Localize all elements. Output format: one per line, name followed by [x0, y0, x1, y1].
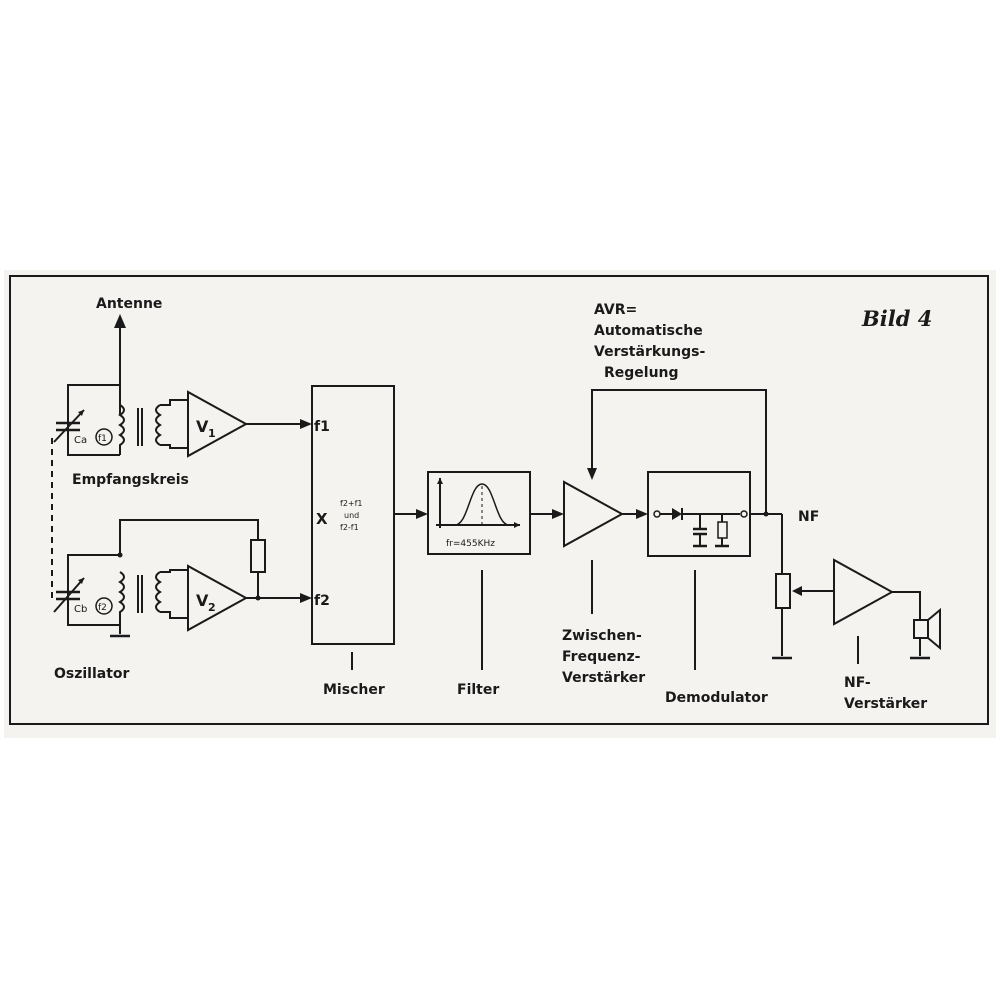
amp-v2-letter: V: [196, 591, 209, 610]
mixer-out-diff: f2-f1: [340, 523, 359, 532]
af-amp-label-2: Verstärker: [844, 696, 927, 712]
agc-label-2: Automatische: [594, 323, 703, 339]
mixer-out-and: und: [344, 511, 359, 520]
if-amplifier: [563, 480, 625, 548]
agc-feedback-line: [591, 389, 767, 514]
af-amplifier: [833, 558, 895, 626]
amp-v1-sub: 1: [208, 427, 216, 440]
freq-f1-circle-label: f1: [98, 434, 107, 444]
if-amp-label-3: Verstärker: [562, 670, 645, 686]
figure-frame: [9, 275, 989, 725]
figure-title: Bild 4: [861, 306, 932, 331]
mixer-symbol: X: [316, 510, 328, 528]
cap-b-label: Cb: [74, 604, 87, 615]
cap-a-label: Ca: [74, 435, 87, 446]
speaker-symbol: [892, 591, 941, 660]
af-amp-label-1: NF-: [844, 675, 871, 691]
freq-f2-circle: [95, 597, 113, 615]
af-label: NF: [798, 509, 819, 525]
amp-v2-sub: 2: [208, 601, 216, 614]
agc-label-3: Verstärkungs-: [594, 344, 705, 360]
receiver-tank-circuit: [67, 384, 188, 456]
if-amp-label-1: Zwischen-: [562, 628, 642, 644]
volume-potentiometer: [772, 514, 834, 660]
amp-v1-letter: V: [196, 417, 209, 436]
antenna-label: Antenne: [96, 296, 162, 312]
mixer-out-sum: f2+f1: [340, 499, 363, 508]
agc-label-4: Regelung: [604, 365, 679, 381]
oscillator-tank-circuit: [67, 519, 266, 638]
variable-capacitor-b: [53, 577, 85, 613]
demodulator-circuit: [653, 508, 748, 548]
oscillator-label: Oszillator: [54, 666, 130, 682]
demodulator-label: Demodulator: [665, 690, 768, 706]
filter-frequency: fr=455KHz: [446, 539, 495, 549]
freq-f1-circle: [95, 428, 113, 446]
mixer-input-f1: f1: [314, 419, 330, 435]
if-amp-label-2: Frequenz-: [562, 649, 641, 665]
filter-response-plot: [436, 478, 520, 528]
mixer-label: Mischer: [323, 682, 385, 698]
agc-label-1: AVR=: [594, 302, 637, 318]
antenna-symbol: [114, 314, 126, 415]
mixer-input-f2: f2: [314, 593, 330, 609]
receiver-circuit-label: Empfangskreis: [72, 472, 189, 488]
variable-capacitor-a: [53, 409, 85, 443]
freq-f2-circle-label: f2: [98, 603, 107, 613]
amplifier-v2: [187, 564, 249, 632]
filter-label: Filter: [457, 682, 499, 698]
figure-background: [4, 270, 996, 738]
amplifier-v1: [187, 390, 249, 458]
